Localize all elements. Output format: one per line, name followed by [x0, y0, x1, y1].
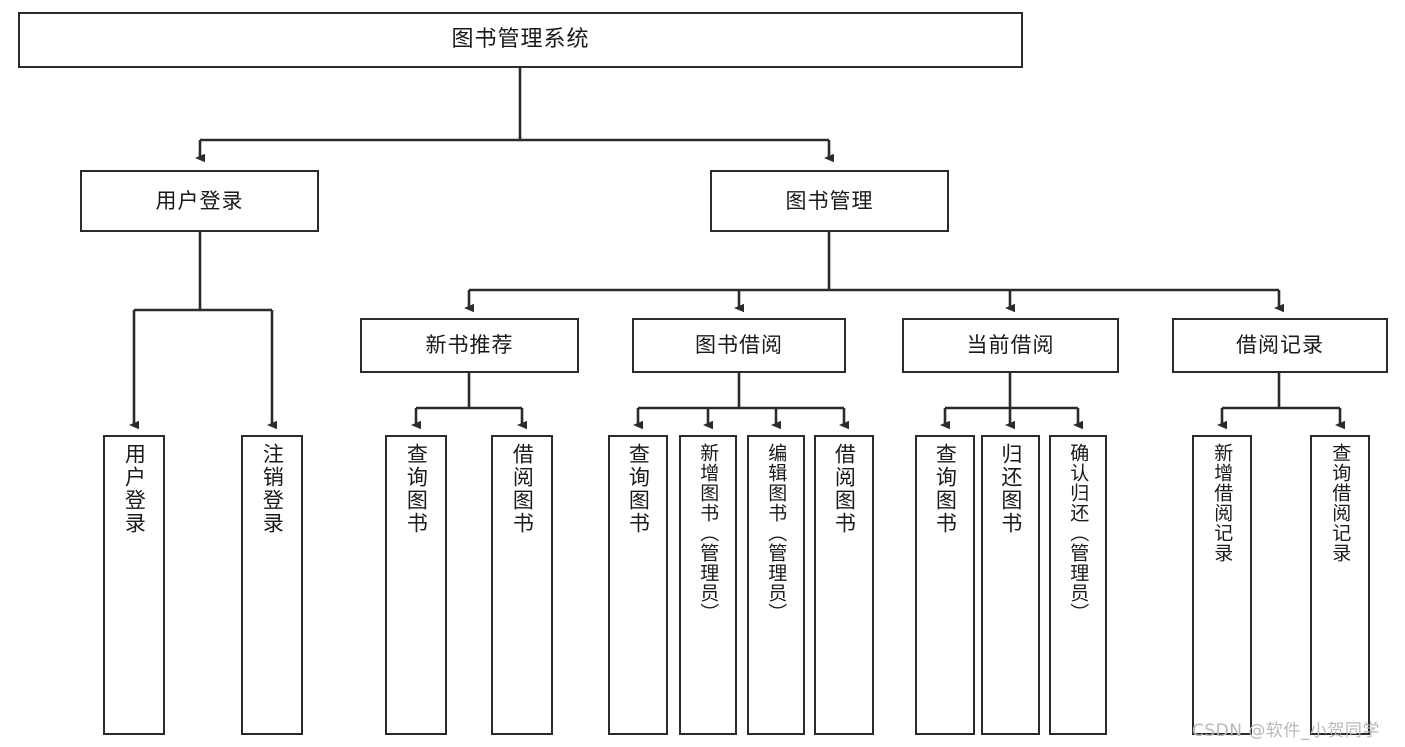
leaf-add-book-admin[interactable]: 新增图书（管理员）: [679, 435, 737, 735]
leaf-query-book-recommend[interactable]: 查询图书: [385, 435, 447, 735]
node-label: 查询图书: [933, 443, 958, 535]
node-label: 用户登录: [155, 188, 244, 213]
node-current-borrow[interactable]: 当前借阅: [902, 318, 1119, 373]
node-new-book-recommend[interactable]: 新书推荐: [360, 318, 579, 373]
leaf-user-login[interactable]: 用户登录: [103, 435, 165, 735]
node-label: 确认归还（管理员）: [1067, 443, 1090, 623]
leaf-query-borrow-record[interactable]: 查询借阅记录: [1310, 435, 1370, 735]
node-label: 注销登录: [260, 443, 285, 535]
node-label: 用户登录: [122, 443, 147, 535]
node-label: 当前借阅: [966, 333, 1055, 358]
node-user-login[interactable]: 用户登录: [80, 170, 319, 232]
node-book-management[interactable]: 图书管理: [710, 170, 949, 232]
watermark-text: CSDN @软件_小贺同学: [1192, 721, 1380, 741]
node-label: 查询图书: [626, 443, 651, 535]
node-label: 借阅记录: [1236, 333, 1324, 358]
node-label: 借阅图书: [832, 443, 857, 535]
node-label: 新增图书（管理员）: [697, 443, 720, 623]
leaf-query-book-current[interactable]: 查询图书: [915, 435, 975, 735]
leaf-user-logout[interactable]: 注销登录: [241, 435, 303, 735]
node-label: 图书借阅: [695, 333, 783, 358]
node-label: 编辑图书（管理员）: [765, 443, 788, 623]
leaf-edit-book-admin[interactable]: 编辑图书（管理员）: [747, 435, 805, 735]
node-label: 图书管理: [785, 188, 874, 213]
node-borrow-record[interactable]: 借阅记录: [1172, 318, 1388, 373]
node-label: 查询借阅记录: [1329, 443, 1352, 563]
node-label: 归还图书: [998, 443, 1023, 535]
leaf-query-book-borrow[interactable]: 查询图书: [608, 435, 668, 735]
node-label: 查询图书: [404, 443, 429, 535]
node-label: 新增借阅记录: [1211, 443, 1234, 563]
leaf-borrow-book[interactable]: 借阅图书: [814, 435, 874, 735]
node-book-borrow[interactable]: 图书借阅: [632, 318, 846, 373]
node-root-library-system[interactable]: 图书管理系统: [18, 12, 1023, 68]
leaf-add-borrow-record[interactable]: 新增借阅记录: [1192, 435, 1252, 735]
node-label: 借阅图书: [510, 443, 535, 535]
node-label: 图书管理系统: [451, 27, 590, 53]
leaf-return-book[interactable]: 归还图书: [981, 435, 1040, 735]
node-label: 新书推荐: [425, 333, 514, 358]
leaf-confirm-return-admin[interactable]: 确认归还（管理员）: [1049, 435, 1107, 735]
leaf-borrow-book-recommend[interactable]: 借阅图书: [491, 435, 553, 735]
